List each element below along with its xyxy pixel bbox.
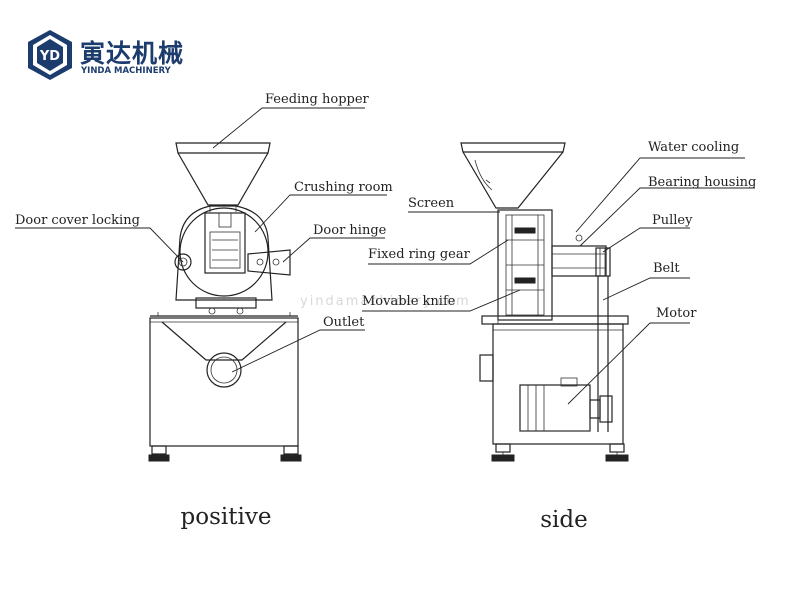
label-bearing-housing: Bearing housing — [648, 175, 756, 190]
label-outlet: Outlet — [323, 315, 365, 330]
logo-name-cn: 寅达机械 — [80, 39, 184, 68]
label-motor: Motor — [656, 306, 697, 321]
label-pulley: Pulley — [652, 213, 693, 228]
label-movable-knife: Movable knife — [362, 294, 456, 309]
label-water-cooling: Water cooling — [648, 140, 739, 155]
company-logo: YD 寅达机械 YINDA MACHINERY — [28, 30, 184, 80]
label-screen: Screen — [408, 196, 455, 211]
label-door-hinge: Door hinge — [313, 223, 387, 238]
caption-front-view: positive — [181, 504, 272, 530]
side-leader-lines — [362, 157, 755, 405]
side-view-drawing — [460, 142, 629, 462]
front-view-drawing — [148, 142, 302, 462]
caption-side-view: side — [540, 507, 588, 533]
watermark: yindamachinery.com — [300, 294, 471, 309]
label-door-cover-locking: Door cover locking — [15, 213, 140, 228]
label-crushing-room: Crushing room — [294, 180, 393, 195]
label-belt: Belt — [653, 261, 680, 276]
logo-monogram: YD — [39, 49, 60, 64]
label-feeding-hopper: Feeding hopper — [265, 92, 370, 107]
logo-name-en: YINDA MACHINERY — [80, 66, 172, 76]
front-leader-lines — [15, 107, 387, 373]
label-fixed-ring-gear: Fixed ring gear — [368, 247, 471, 262]
